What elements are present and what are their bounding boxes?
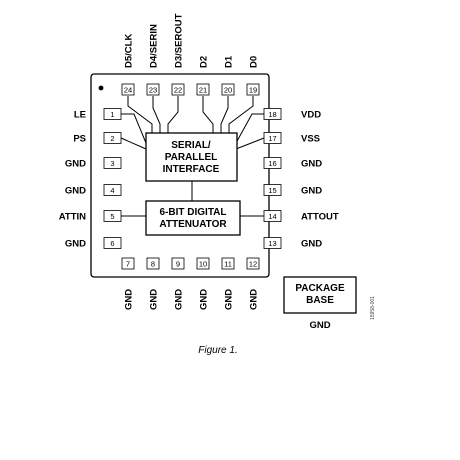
- pin-24-number: 24: [124, 86, 132, 95]
- pin-4-box: [103, 184, 122, 196]
- wire-pin22: [167, 96, 179, 133]
- pin-17-label-vss: VSS: [301, 134, 320, 145]
- pin-1-label-le: LE: [74, 110, 86, 121]
- pin-6-number: 6: [110, 239, 114, 248]
- serial-block-label-1: SERIAL/: [171, 140, 211, 151]
- pin-20-label-d1: D1: [224, 55, 235, 68]
- figure-caption: Figure 1.: [198, 345, 237, 356]
- pin-21-number: 21: [199, 86, 207, 95]
- pin1-indicator-dot: [98, 85, 104, 91]
- wire-pin20: [220, 96, 229, 133]
- serial-block-label-3: INTERFACE: [163, 164, 220, 175]
- wire-pin23: [152, 96, 161, 133]
- pin-11-box: [221, 257, 235, 270]
- pin-20-number: 20: [224, 86, 232, 95]
- pin-12-label-gnd: GND: [249, 289, 260, 310]
- pin-17-number: 17: [268, 134, 276, 143]
- pin-16-number: 16: [268, 159, 276, 168]
- pin-3-label-gnd: GND: [65, 159, 86, 170]
- pin-6-box: [103, 237, 122, 249]
- pin-21-box: [196, 83, 210, 96]
- pin-5-number: 5: [110, 212, 114, 221]
- attenuator-label-2: ATTENUATOR: [159, 219, 227, 230]
- pin-13-box: [263, 237, 282, 249]
- pin-1-number: 1: [110, 110, 114, 119]
- pin-14-label-attout: ATTOUT: [301, 212, 339, 223]
- top-pins: 24 D5/CLK 23 D4/SERIN 22 D3/SEROUT 21 D2 20 D1 19 D…: [121, 13, 260, 96]
- pin-13-label-gnd: GND: [301, 239, 322, 250]
- pin-19-number: 19: [249, 86, 257, 95]
- pin-18-number: 18: [268, 110, 276, 119]
- pin-13-number: 13: [268, 239, 276, 248]
- pin-16-label-gnd: GND: [301, 159, 322, 170]
- attenuator-label-1: 6-BIT DIGITAL: [159, 207, 226, 218]
- pin-8-number: 8: [151, 260, 155, 269]
- pin-12-number: 12: [249, 260, 257, 269]
- pin-23-label-d4-serin: D4/SERIN: [149, 24, 160, 68]
- pin-24-label-d5-clk: D5/CLK: [124, 34, 135, 68]
- pin-14-number: 14: [268, 212, 276, 221]
- pin-19-box: [246, 83, 260, 96]
- pin-11-label-gnd: GND: [224, 289, 235, 310]
- wire-pin24: [127, 96, 153, 133]
- pin-10-box: [196, 257, 210, 270]
- pin-2-number: 2: [110, 134, 114, 143]
- wire-pin18: [235, 113, 264, 144]
- internal-wiring: [120, 96, 265, 217]
- package-base-box: [283, 276, 357, 314]
- package-base-label-2: BASE: [306, 295, 334, 306]
- pin-7-label-gnd: GND: [124, 289, 135, 310]
- pin-21-label-d2: D2: [199, 56, 210, 68]
- package-base: PACKAGE BASE GND: [283, 276, 357, 331]
- pin-15-label-gnd: GND: [301, 186, 322, 197]
- pin-20-box: [221, 83, 235, 96]
- serial-parallel-interface-block: SERIAL/ PARALLEL INTERFACE: [145, 132, 238, 182]
- package-base-label-1: PACKAGE: [295, 283, 345, 294]
- pin-23-number: 23: [149, 86, 157, 95]
- wire-pin19: [228, 96, 254, 133]
- pin-11-number: 11: [224, 260, 232, 269]
- figure-code: 15958-001: [370, 296, 376, 320]
- pin-12-box: [246, 257, 260, 270]
- pin-4-number: 4: [110, 186, 114, 195]
- pin-8-label-gnd: GND: [149, 289, 160, 310]
- pin-9-label-gnd: GND: [174, 289, 185, 310]
- pin-22-label-d3-serout: D3/SEROUT: [174, 13, 185, 68]
- pin-5-label-attin: ATTIN: [59, 212, 86, 223]
- pin-18-label-vdd: VDD: [301, 110, 321, 121]
- pin-16-box: [263, 157, 282, 169]
- wire-pin1: [121, 113, 147, 144]
- pin-2-label-ps: PS: [73, 134, 86, 145]
- pin-24-box: [121, 83, 135, 96]
- pin-22-box: [171, 83, 185, 96]
- pin-4-label-gnd: GND: [65, 186, 86, 197]
- package-base-pin-name: GND: [309, 320, 330, 331]
- pin-10-label-gnd: GND: [199, 289, 210, 310]
- serial-block-box: [145, 132, 238, 182]
- serial-block-label-2: PARALLEL: [165, 152, 218, 163]
- wire-pin2: [120, 137, 147, 150]
- pin-8-box: [146, 257, 160, 270]
- pin-15-box: [263, 184, 282, 196]
- pin-23-box: [146, 83, 160, 96]
- attenuator-box: [145, 200, 241, 236]
- pin-22-number: 22: [174, 86, 182, 95]
- pin-19-label-d0: D0: [249, 56, 260, 68]
- attenuator-block: 6-BIT DIGITAL ATTENUATOR: [145, 200, 241, 236]
- pin-9-box: [171, 257, 185, 270]
- pin-9-number: 9: [176, 260, 180, 269]
- pin-6-label-gnd: GND: [65, 239, 86, 250]
- pin-3-box: [103, 157, 122, 169]
- wire-pin17: [235, 137, 265, 150]
- pin-7-box: [121, 257, 135, 270]
- pin-3-number: 3: [110, 159, 114, 168]
- pin-10-number: 10: [199, 260, 207, 269]
- pin-7-number: 7: [126, 260, 130, 269]
- pin-15-number: 15: [268, 186, 276, 195]
- wire-pin21: [202, 96, 214, 133]
